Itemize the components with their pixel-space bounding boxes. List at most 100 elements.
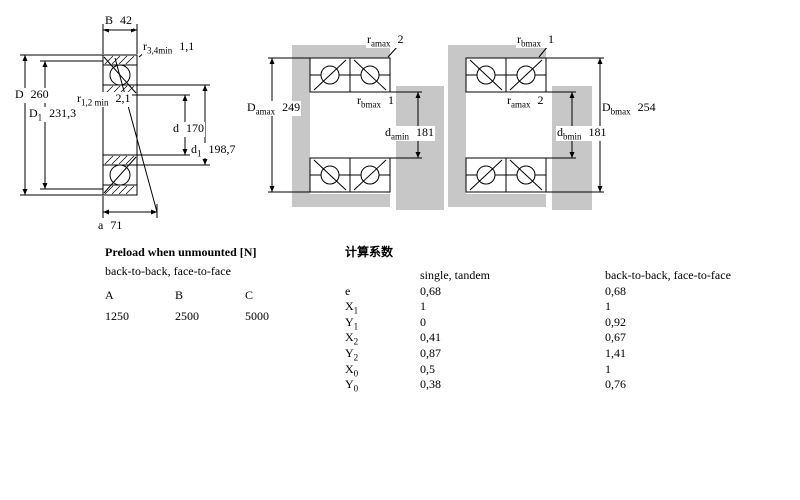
- factors-title: 计算系数: [345, 245, 394, 259]
- dim-label-arr1-rbmax: rbmax 1: [356, 93, 395, 110]
- dim-label-dbmin: dbmin 181: [556, 125, 608, 142]
- preload-value: 2500: [175, 309, 199, 323]
- bearing-section: [102, 54, 158, 213]
- factor-value-paired: 1,41: [605, 345, 626, 360]
- factor-row-label: X1: [345, 299, 359, 316]
- dim-label-D: D 260: [14, 87, 50, 104]
- dim-symbol: r: [507, 93, 511, 107]
- factors-col1-header: single, tandem: [420, 268, 490, 282]
- dim-value: 198,7: [208, 142, 236, 156]
- dim-value: 71: [110, 218, 123, 232]
- dim-subscript: bmax: [521, 38, 541, 49]
- factor-row-label: Y1: [345, 314, 359, 332]
- factor-value-single: 0,68: [420, 283, 441, 298]
- arr1-bearings: [309, 57, 391, 193]
- factor-value-paired: 0,68: [605, 283, 626, 298]
- dim-symbol: r: [357, 93, 361, 107]
- dim-value: 181: [588, 125, 607, 139]
- preload-col-header: C: [245, 288, 254, 302]
- factor-value-paired: 1: [605, 361, 611, 376]
- arr1-abutments: [292, 45, 444, 210]
- dim-label-arr1-ramax: ramax 2: [366, 32, 405, 49]
- preload-col-header: A: [105, 288, 114, 302]
- dim-value: 170: [186, 121, 204, 135]
- factor-row-label: e: [345, 283, 351, 298]
- dim-label-arr2-ramax: ramax 2: [506, 93, 545, 110]
- dim-symbol: r: [367, 32, 371, 46]
- dim-value: 249: [282, 100, 301, 114]
- dim-value: 231,3: [49, 106, 77, 120]
- arr2-bearings: [465, 57, 547, 193]
- dim-label-Dbmax: Dbmax 254: [601, 100, 657, 117]
- dim-symbol: D: [15, 87, 24, 101]
- dim-label-d: d 170: [172, 121, 205, 138]
- dim-value: 254: [637, 100, 656, 114]
- dim-symbol: d: [385, 125, 391, 139]
- dim-symbol: a: [98, 218, 104, 232]
- dim-subscript: amax: [371, 38, 391, 49]
- factor-value-paired: 0,76: [605, 377, 626, 392]
- dim-value: 1: [388, 93, 394, 107]
- factor-row-label: X0: [345, 361, 359, 378]
- dim-subscript: amin: [391, 131, 409, 142]
- dim-subscript: 3,4min: [147, 45, 173, 56]
- dim-subscript: amax: [511, 99, 531, 110]
- dim-symbol: B: [105, 13, 114, 27]
- factor-value-single: 0: [420, 314, 426, 329]
- dim-label-d1: d1 198,7: [190, 142, 237, 159]
- dim-subscript: bmax: [610, 106, 631, 117]
- factor-value-single: 0,5: [420, 361, 435, 376]
- dim-subscript: 1: [37, 112, 43, 123]
- dim-symbol: D: [29, 106, 38, 120]
- factors-section: 计算系数 single, tandem back-to-back, face-t…: [345, 245, 785, 393]
- preload-value: 5000: [245, 309, 269, 323]
- preload-col-header: B: [175, 288, 184, 302]
- arr-dim-arrows: [269, 58, 603, 192]
- dim-subscript: 1: [197, 148, 202, 159]
- preload-value: 1250: [105, 309, 129, 323]
- dim-symbol: r: [517, 32, 521, 46]
- dim-symbol: d: [173, 121, 179, 135]
- dim-label-a: a 71: [97, 218, 124, 235]
- factor-value-single: 0,87: [420, 345, 441, 360]
- dim-symbol: r: [77, 91, 81, 105]
- dim-value: 181: [416, 125, 434, 139]
- dim-value: 42: [120, 13, 133, 27]
- factors-table: single, tandem back-to-back, face-to-fac…: [345, 268, 785, 393]
- factor-value-single: 0,38: [420, 377, 441, 392]
- factor-value-single: 0,41: [420, 330, 441, 345]
- section-hatching: [104, 55, 135, 195]
- bearing-drawings: [20, 24, 604, 218]
- dim-value: 260: [30, 87, 49, 101]
- factor-value-paired: 0,67: [605, 330, 626, 345]
- factor-row-label: X2: [345, 330, 359, 347]
- arr2-abutments: [448, 45, 592, 210]
- factors-corner-cell: [345, 268, 420, 284]
- dim-symbol: D: [602, 100, 611, 114]
- dim-subscript: amax: [255, 106, 276, 117]
- factor-value-paired: 1: [605, 299, 611, 314]
- dim-symbol: d: [557, 125, 563, 139]
- preload-title: Preload when unmounted [N]: [105, 245, 257, 259]
- dim-label-B: B 42: [104, 13, 134, 30]
- preload-table: A B C 1250 2500 5000: [105, 289, 335, 323]
- dim-value: 2: [537, 93, 544, 107]
- dim-symbol: D: [247, 100, 256, 114]
- factor-value-single: 1: [420, 299, 426, 314]
- dim-subscript: 1,2 min: [81, 97, 109, 108]
- dim-subscript: bmax: [361, 99, 381, 110]
- dim-label-D1: D1 231,3: [28, 106, 78, 123]
- factors-col2-header: back-to-back, face-to-face: [605, 268, 731, 282]
- dim-symbol: r: [143, 39, 147, 53]
- dim-label-damin: damin 181: [384, 125, 435, 142]
- dim-value: 2: [397, 32, 404, 46]
- dim-subscript: bmin: [563, 131, 582, 142]
- dim-label-Damax: Damax 249: [246, 100, 302, 117]
- dim-symbol: d: [191, 142, 197, 156]
- factor-row-label: Y0: [345, 377, 359, 394]
- preload-section: Preload when unmounted [N] back-to-back,…: [105, 245, 335, 323]
